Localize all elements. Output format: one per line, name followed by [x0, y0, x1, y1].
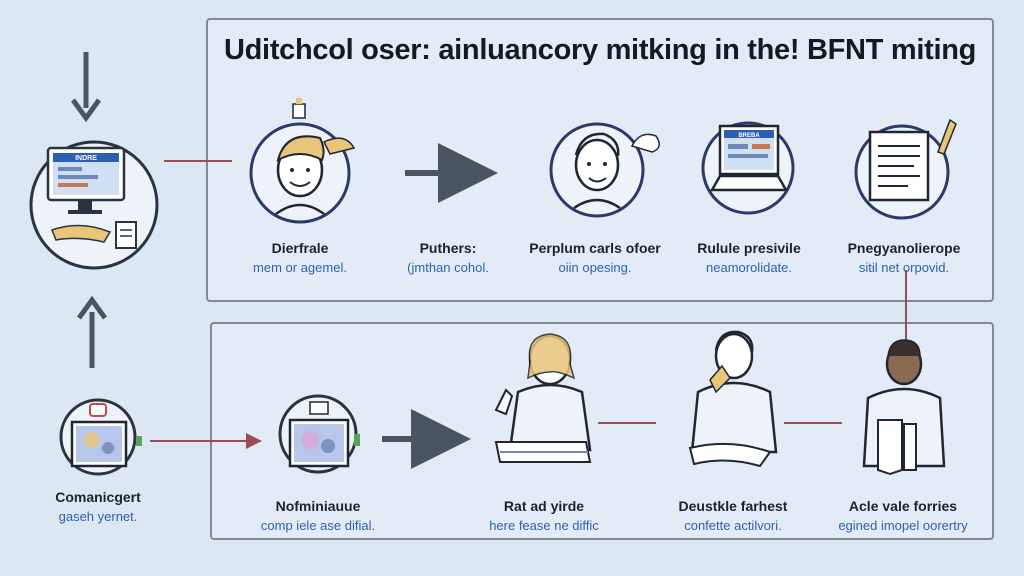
- step-label: Rat ad yirde here fease ne diffic: [459, 497, 629, 535]
- person-with-idea-icon: [249, 98, 356, 224]
- monitor-header-text: INDRE: [75, 155, 97, 162]
- diagram-title: Uditchcol oser: ainluancory mitking in t…: [224, 34, 977, 66]
- step-label: Puthers: (jmthan cohol.: [363, 239, 533, 277]
- step-label: Acle vale forries egined imopel oorertry: [818, 497, 988, 535]
- smiling-person-icon: [549, 122, 660, 218]
- step-description: comp iele ase difial.: [260, 518, 376, 533]
- step-label: Deustkle farhest confette actilvori.: [648, 497, 818, 535]
- step-name: Perplum carls ofoer: [529, 240, 661, 256]
- down-arrow-icon: [70, 52, 102, 123]
- step-name: Nofminiauue: [275, 498, 361, 514]
- step-description: oiin opesing.: [558, 260, 632, 275]
- step-name: Comanicgert: [55, 489, 141, 505]
- tablet-icon: [278, 394, 360, 474]
- step-description: mem or agemel.: [253, 260, 347, 275]
- step-label: Comanicgert gaseh yernet.: [13, 488, 183, 526]
- person-holding-item-icon: [688, 330, 778, 468]
- step-name: Dierfrale: [271, 240, 329, 256]
- step-description: (jmthan cohol.: [407, 260, 489, 275]
- step-description: here fease ne diffic: [489, 518, 599, 533]
- step-label: Dierfrale mem or agemel.: [215, 239, 385, 277]
- step-label: Perplum carls ofoer oiin opesing.: [510, 239, 680, 277]
- step-label: Pnegyanolierope sitil net orpovid.: [819, 239, 989, 277]
- step-label: Rulule presivile neamorolidate.: [664, 239, 834, 277]
- document-icon: [854, 118, 957, 220]
- step-name: Pnegyanolierope: [847, 240, 961, 256]
- step-name: Rulule presivile: [697, 240, 801, 256]
- step-label: Nofminiauue comp iele ase difial.: [233, 497, 403, 535]
- step-description: egined imopel oorertry: [838, 518, 968, 533]
- step-name: Deustkle farhest: [678, 498, 788, 514]
- step-name: Puthers:: [419, 240, 477, 256]
- scientist-icon: [862, 339, 946, 476]
- step-name: Acle vale forries: [848, 498, 958, 514]
- step-name: Rat ad yirde: [503, 498, 585, 514]
- computer-icon: INDRE: [29, 140, 159, 270]
- step-description: neamorolidate.: [706, 260, 792, 275]
- laptop-header-text: BREBA: [738, 133, 760, 139]
- step-description: gaseh yernet.: [58, 509, 138, 524]
- tablet-icon: [59, 398, 142, 476]
- laptop-icon: BREBA: [701, 121, 795, 215]
- step-description: confette actilvori.: [684, 518, 782, 533]
- person-with-laptop-icon: [494, 333, 592, 463]
- up-arrow-icon: [76, 295, 108, 368]
- step-description: sitil net orpovid.: [858, 260, 950, 275]
